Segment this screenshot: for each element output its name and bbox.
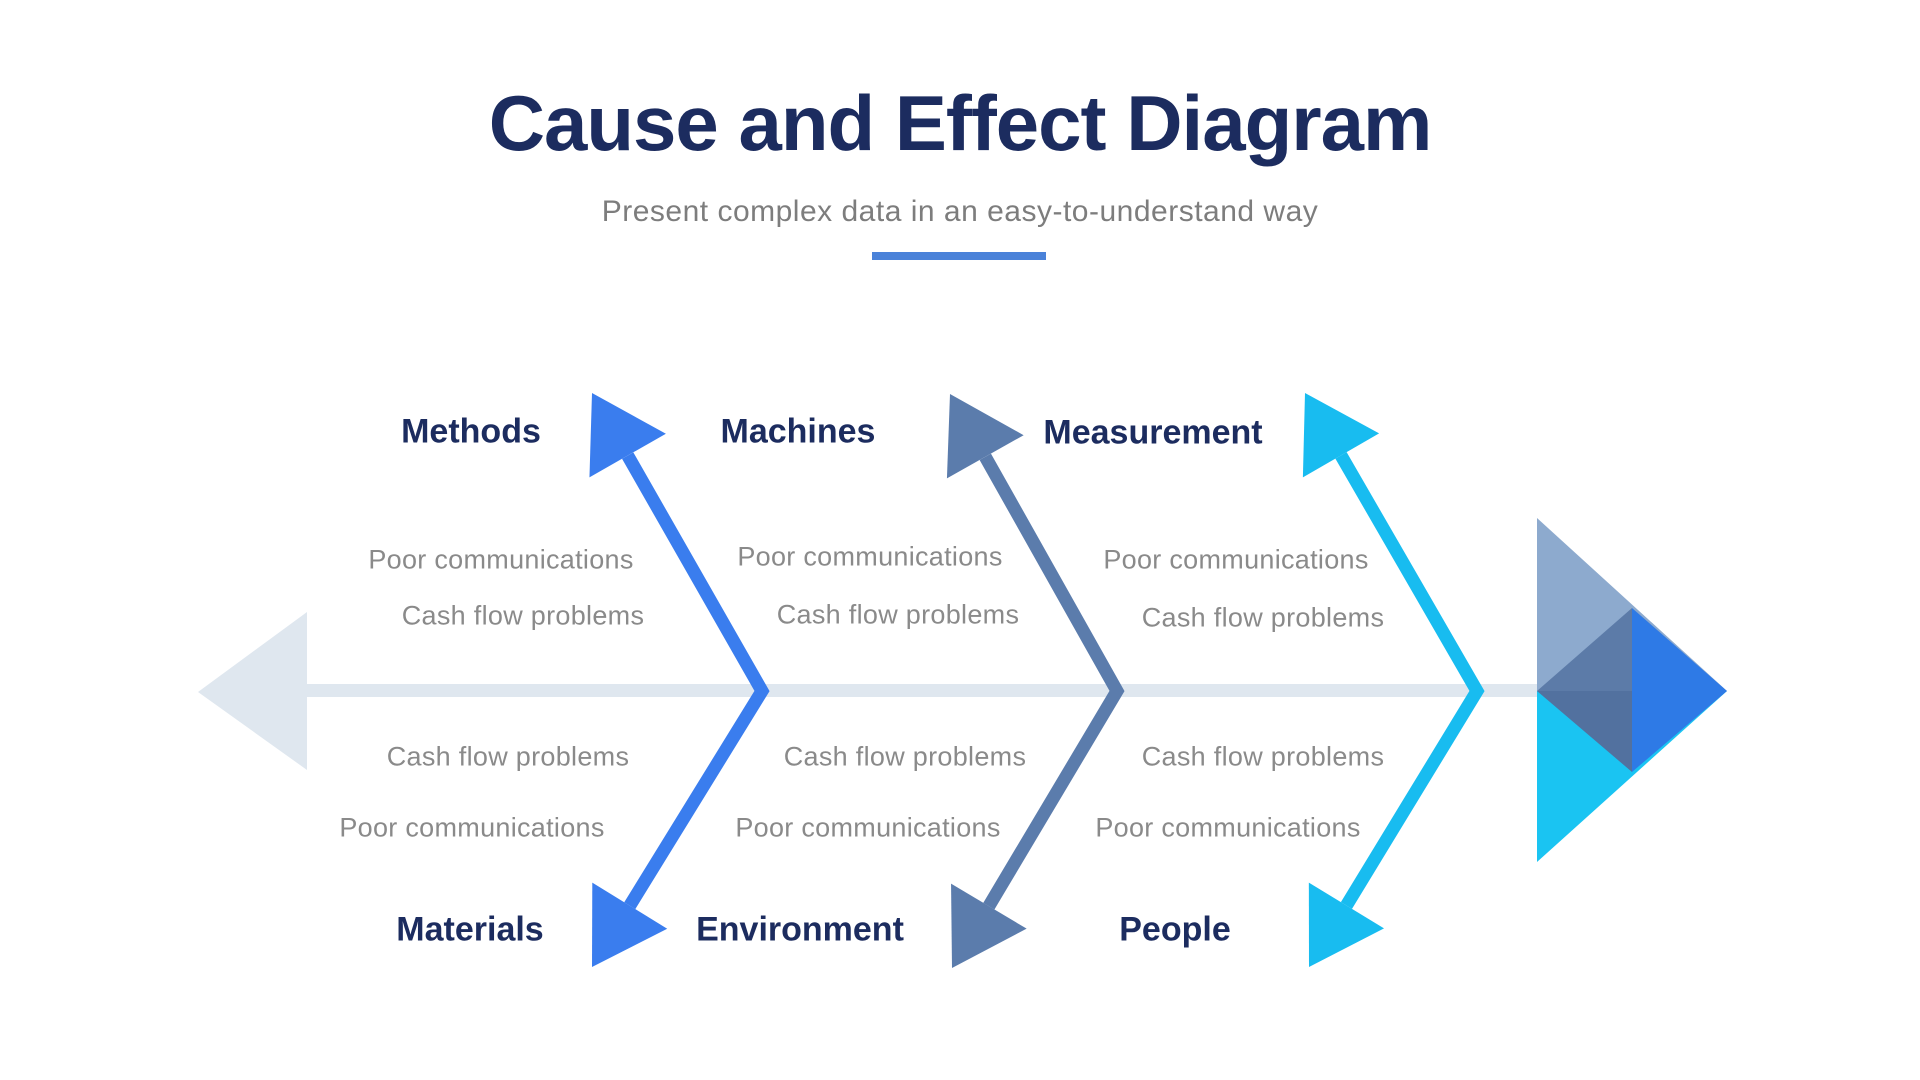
page-subtitle: Present complex data in an easy-to-under… — [601, 195, 1319, 228]
category-label-machines: Machines — [720, 412, 876, 451]
category-label-people: People — [1119, 910, 1231, 949]
arrowhead-icon — [946, 394, 1024, 479]
cause-text: Poor communications — [1103, 544, 1369, 575]
branch-arrow-methods-materials — [589, 393, 770, 967]
category-label-measurement: Measurement — [1043, 413, 1263, 452]
category-label-materials: Materials — [396, 910, 544, 949]
category-label-environment: Environment — [696, 910, 904, 949]
branch-arrows — [589, 393, 1485, 968]
fish-tail-arrow-icon — [198, 612, 307, 770]
fish-head-diamond-upper-left — [1537, 608, 1632, 691]
arrowhead-icon — [592, 882, 668, 967]
arrow-shaft — [622, 452, 770, 910]
fish-head-upper-triangle — [1537, 518, 1727, 691]
arrowhead-icon — [1308, 882, 1385, 967]
page-title: Cause and Effect Diagram — [488, 79, 1433, 167]
cause-text: Cash flow problems — [401, 600, 645, 631]
title-underline — [872, 252, 1046, 260]
cause-text: Cash flow problems — [783, 741, 1027, 772]
fish-spine — [307, 684, 1539, 697]
cause-text: Poor communications — [735, 812, 1001, 843]
fish-head-diamond-right — [1632, 608, 1727, 772]
cause-text: Cash flow problems — [776, 599, 1020, 630]
arrow-shaft — [1335, 452, 1485, 909]
arrow-shaft — [979, 453, 1125, 910]
branch-arrow-measurement-people — [1302, 393, 1485, 967]
category-label-methods: Methods — [401, 412, 541, 451]
cause-text: Cash flow problems — [386, 741, 630, 772]
cause-text: Poor communications — [1095, 812, 1361, 843]
cause-text: Poor communications — [339, 812, 605, 843]
fish-head-lower-triangle — [1537, 691, 1727, 862]
cause-text: Cash flow problems — [1141, 741, 1385, 772]
fish-head-icon — [1537, 518, 1727, 862]
cause-text: Poor communications — [737, 541, 1003, 572]
branch-arrow-machines-environment — [946, 394, 1125, 968]
arrowhead-icon — [1302, 393, 1380, 478]
arrowhead-icon — [589, 393, 666, 478]
cause-text: Cash flow problems — [1141, 602, 1385, 633]
cause-text: Poor communications — [368, 544, 634, 575]
arrowhead-icon — [951, 883, 1027, 968]
fish-head-diamond-lower-left — [1537, 691, 1632, 772]
